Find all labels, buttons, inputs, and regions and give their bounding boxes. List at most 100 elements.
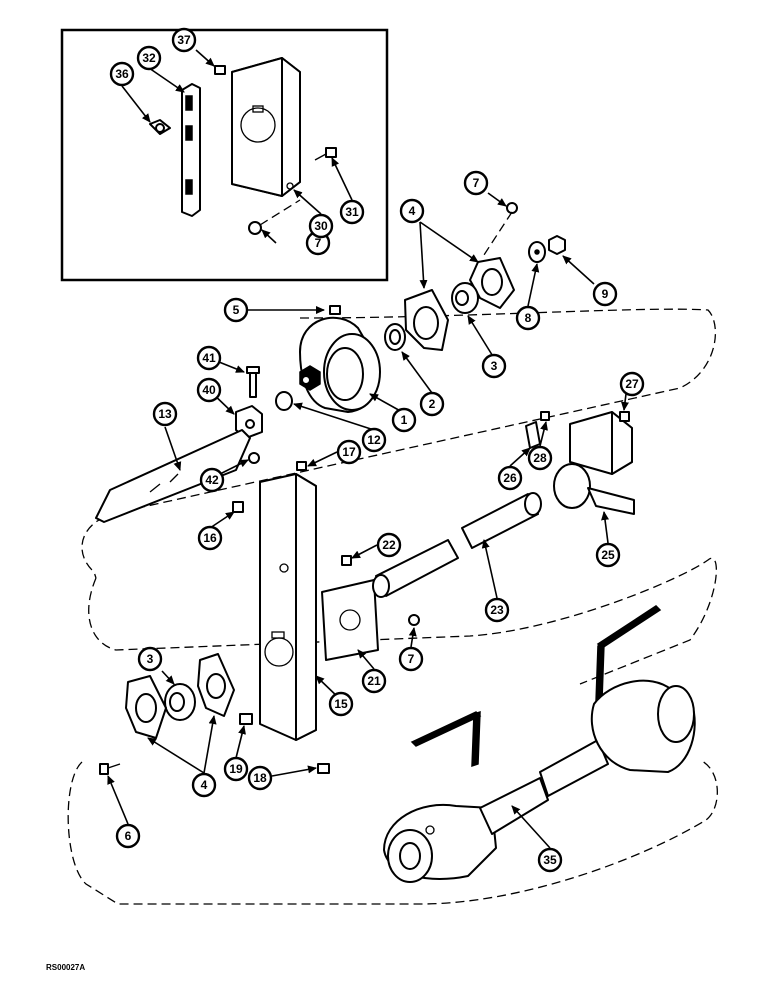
vertical-plate-15 (259, 473, 317, 741)
pto-driveline-35 (383, 605, 696, 883)
callout-4-upper: 4 (399, 198, 425, 224)
callout-7-mid: 7 (398, 646, 424, 672)
bolt-18 (317, 763, 330, 774)
bearing-3-lower (164, 683, 196, 721)
svg-text:7: 7 (315, 236, 322, 250)
callout-32: 32 (136, 45, 162, 71)
clip-26 (525, 421, 541, 449)
callout-5: 5 (223, 297, 249, 323)
callout-25: 25 (595, 542, 621, 568)
nut-27 (619, 411, 630, 422)
svg-text:40: 40 (202, 383, 216, 397)
svg-text:7: 7 (473, 176, 480, 190)
inset-bolt (314, 147, 337, 161)
inset-detail-box (60, 28, 389, 282)
svg-text:4: 4 (409, 204, 416, 218)
svg-text:42: 42 (205, 473, 219, 487)
callout-40: 40 (196, 377, 222, 403)
inset-bracket-plate (231, 57, 301, 197)
svg-text:13: 13 (158, 407, 172, 421)
svg-text:6: 6 (125, 829, 132, 843)
bolt-22 (341, 555, 352, 566)
svg-text:15: 15 (334, 697, 348, 711)
flange-bearing-upper (404, 257, 515, 351)
svg-text:27: 27 (625, 377, 639, 391)
svg-text:7: 7 (408, 652, 415, 666)
svg-text:5: 5 (233, 303, 240, 317)
svg-text:8: 8 (525, 311, 532, 325)
svg-text:37: 37 (177, 33, 191, 47)
bolt-41 (246, 366, 260, 398)
nut-7-top (506, 202, 518, 214)
callout-27: 27 (619, 371, 645, 397)
svg-text:19: 19 (229, 762, 243, 776)
flange-bearing-lower (125, 653, 235, 739)
callout-3-lower: 3 (137, 646, 163, 672)
dashed-group-outlines (67, 308, 718, 905)
callout-21: 21 (361, 668, 387, 694)
svg-text:26: 26 (503, 471, 517, 485)
shaft-13 (95, 429, 251, 523)
callout-8: 8 (515, 305, 541, 331)
callout-41: 41 (196, 345, 222, 371)
figure-reference-code: RS00027A (46, 963, 86, 972)
svg-text:28: 28 (533, 451, 547, 465)
inset-clip-nut (214, 65, 226, 75)
callout-9: 9 (592, 281, 618, 307)
svg-text:1: 1 (401, 413, 408, 427)
washer-8-nut-9 (528, 235, 566, 263)
svg-text:9: 9 (602, 287, 609, 301)
svg-text:25: 25 (601, 548, 615, 562)
bolt-5 (329, 305, 341, 315)
callout-22: 22 (376, 532, 402, 558)
callout-37: 37 (171, 27, 197, 53)
inset-strap-plate (181, 83, 201, 217)
callout-42: 42 (199, 467, 225, 493)
callout-18: 18 (247, 765, 273, 791)
callout-3-upper: 3 (481, 353, 507, 379)
svg-text:21: 21 (367, 674, 381, 688)
bolt-17 (296, 461, 307, 471)
svg-text:31: 31 (345, 205, 359, 219)
clamp-40 (235, 405, 263, 439)
nut-19 (239, 713, 253, 725)
inset-nut (248, 221, 262, 235)
callout-2: 2 (419, 391, 445, 417)
callout-23: 23 (484, 597, 510, 623)
callout-15: 15 (328, 691, 354, 717)
callout-30: 30 (308, 213, 334, 239)
svg-text:3: 3 (147, 652, 154, 666)
washer-12 (275, 391, 293, 411)
svg-text:18: 18 (253, 771, 267, 785)
svg-text:30: 30 (314, 219, 328, 233)
callout-31: 31 (339, 199, 365, 225)
tube-23 (372, 492, 542, 598)
washer-2 (384, 323, 406, 351)
svg-text:12: 12 (367, 433, 381, 447)
inset-wing-nut (149, 119, 171, 135)
nut-28 (540, 411, 550, 421)
bolt-6 (99, 763, 121, 775)
svg-text:2: 2 (429, 397, 436, 411)
sprocket-hub-assembly (299, 316, 381, 413)
svg-text:32: 32 (142, 51, 156, 65)
bracket-25 (553, 411, 635, 515)
svg-text:4: 4 (201, 778, 208, 792)
callout-36: 36 (109, 61, 135, 87)
nut-7-mid (408, 614, 420, 626)
svg-text:41: 41 (202, 351, 216, 365)
svg-text:23: 23 (490, 603, 504, 617)
callout-16: 16 (197, 525, 223, 551)
callout-12: 12 (361, 427, 387, 453)
callout-28: 28 (527, 445, 553, 471)
callout-1: 1 (391, 407, 417, 433)
callout-13: 13 (152, 401, 178, 427)
callout-17: 17 (336, 439, 362, 465)
callout-26: 26 (497, 465, 523, 491)
callout-7-top: 7 (463, 170, 489, 196)
callout-6: 6 (115, 823, 141, 849)
nut-42 (248, 452, 260, 464)
callout-4-lower: 4 (191, 772, 217, 798)
svg-text:17: 17 (342, 445, 356, 459)
